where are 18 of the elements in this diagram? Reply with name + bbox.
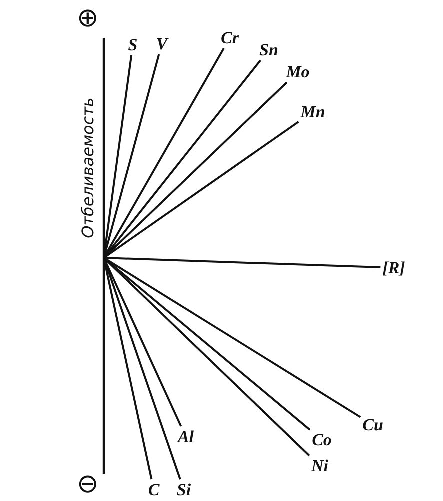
plus-sign: ⊕ — [77, 2, 99, 34]
ray-line — [103, 121, 300, 259]
element-label: Co — [312, 432, 332, 448]
element-label: S — [128, 36, 138, 54]
element-label: Mn — [300, 104, 326, 120]
element-label: Cr — [221, 30, 239, 46]
element-label: [R] — [382, 260, 406, 276]
ray-line — [104, 257, 381, 269]
axis-label: Отбеливаемость — [78, 98, 98, 238]
element-label: Si — [176, 482, 192, 498]
element-label: Sn — [260, 42, 278, 58]
element-label: Al — [178, 428, 194, 446]
element-label: Cu — [362, 416, 384, 434]
element-label: C — [148, 482, 160, 498]
element-label: Ni — [312, 458, 328, 474]
minus-sign: ⊖ — [77, 468, 99, 500]
element-label: Mo — [286, 64, 310, 80]
element-label: V — [156, 36, 168, 52]
